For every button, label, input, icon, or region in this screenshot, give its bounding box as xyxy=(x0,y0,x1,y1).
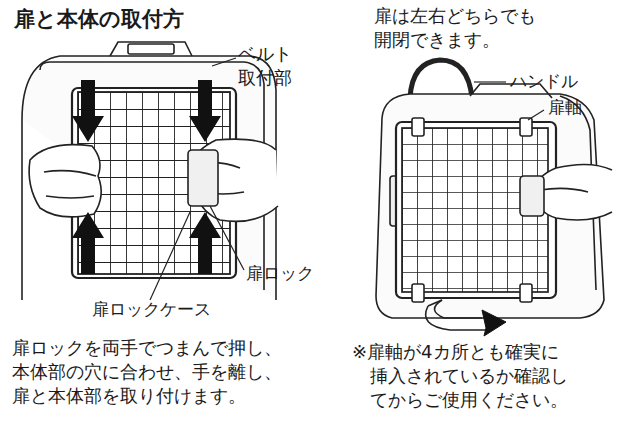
part-label: ベルト 取付部 xyxy=(238,42,297,90)
carrier-perspective xyxy=(376,60,604,318)
part-label: 扉軸 xyxy=(548,96,582,118)
part-label: 扉ロック xyxy=(246,262,314,284)
part-label: ハンドル xyxy=(510,70,578,92)
note-text: 扉は左右どちらでも 開閉できます。 xyxy=(374,4,541,52)
leader-lines xyxy=(150,58,244,300)
push-arrows xyxy=(72,80,221,274)
title: 扉と本体の取付方 xyxy=(14,6,184,34)
hand-right xyxy=(520,164,612,220)
rotate-arrow xyxy=(426,300,506,336)
hands xyxy=(29,139,278,221)
part-label: 扉ロックケース xyxy=(92,298,211,320)
door-grid-right xyxy=(396,122,556,298)
door-shafts xyxy=(412,118,532,302)
note-text: ※扉軸が4カ所とも確実に 挿入されているか確認し てからご使用ください。 xyxy=(352,340,572,411)
instruction-text: 扉ロックを両手でつまんで押し、 本体部の穴に合わせ、手を離し、 扉と本体部を取り… xyxy=(12,336,287,407)
